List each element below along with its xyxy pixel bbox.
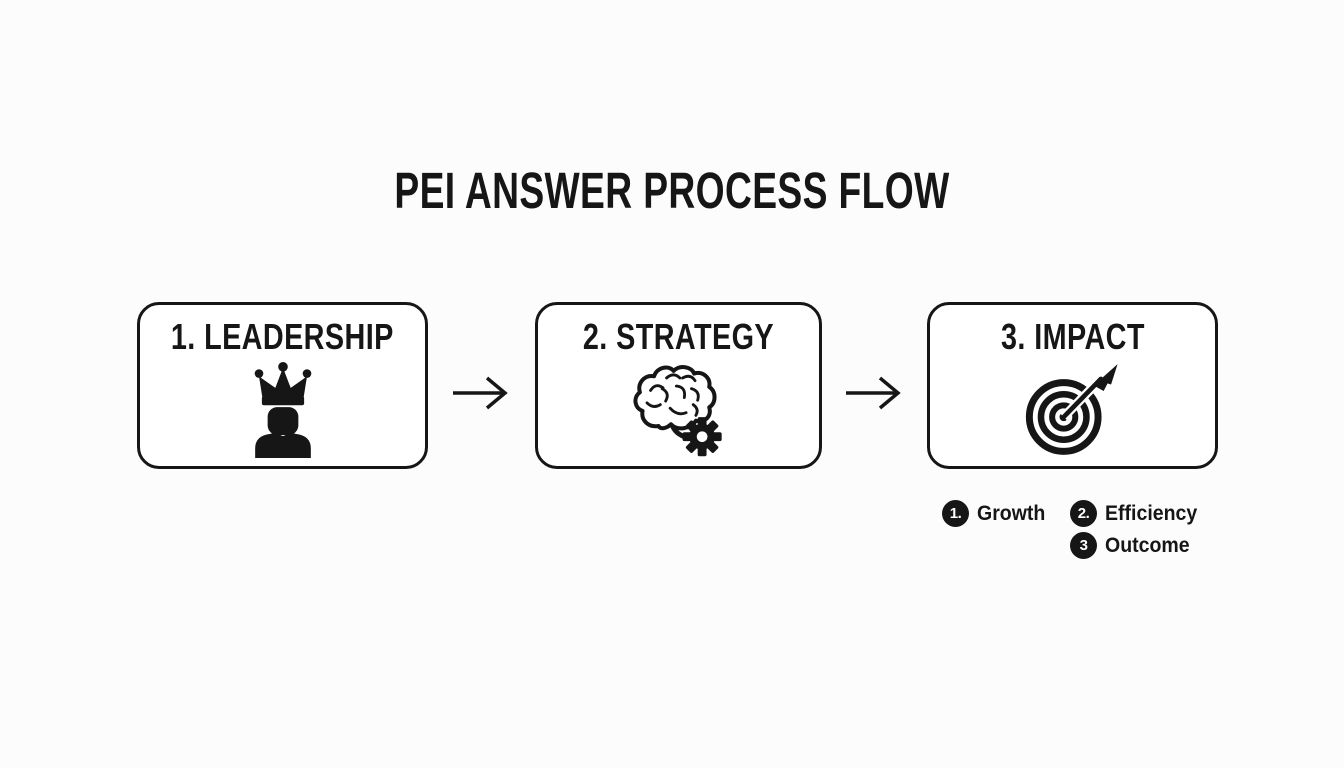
crowned-person-icon bbox=[249, 354, 317, 466]
legend-badge-3: 3 bbox=[1070, 532, 1097, 559]
legend-badge-1: 1. bbox=[942, 500, 969, 527]
right-arrow-icon bbox=[842, 371, 910, 415]
bullseye-arrow-icon bbox=[1021, 354, 1125, 466]
step-title-leadership: 1. LEADERSHIP bbox=[171, 316, 394, 357]
right-arrow-icon bbox=[449, 371, 517, 415]
legend-label-outcome: Outcome bbox=[1105, 533, 1190, 557]
legend-item-efficiency: 2. Efficiency bbox=[1070, 500, 1204, 527]
step-box-strategy: 2. STRATEGY bbox=[535, 302, 822, 469]
legend-label-efficiency: Efficiency bbox=[1105, 501, 1198, 525]
step-box-leadership: 1. LEADERSHIP bbox=[137, 302, 428, 469]
legend-label-growth: Growth bbox=[977, 501, 1046, 525]
legend-item-growth: 1. Growth bbox=[942, 500, 1051, 527]
legend-item-outcome: 3 Outcome bbox=[1070, 532, 1196, 559]
legend-badge-2: 2. bbox=[1070, 500, 1097, 527]
step-title-impact: 3. IMPACT bbox=[1000, 316, 1145, 357]
step-title-strategy: 2. STRATEGY bbox=[582, 316, 775, 357]
brain-gear-icon bbox=[627, 354, 731, 466]
page-title: PEI ANSWER PROCESS FLOW bbox=[394, 162, 950, 219]
step-box-impact: 3. IMPACT bbox=[927, 302, 1218, 469]
